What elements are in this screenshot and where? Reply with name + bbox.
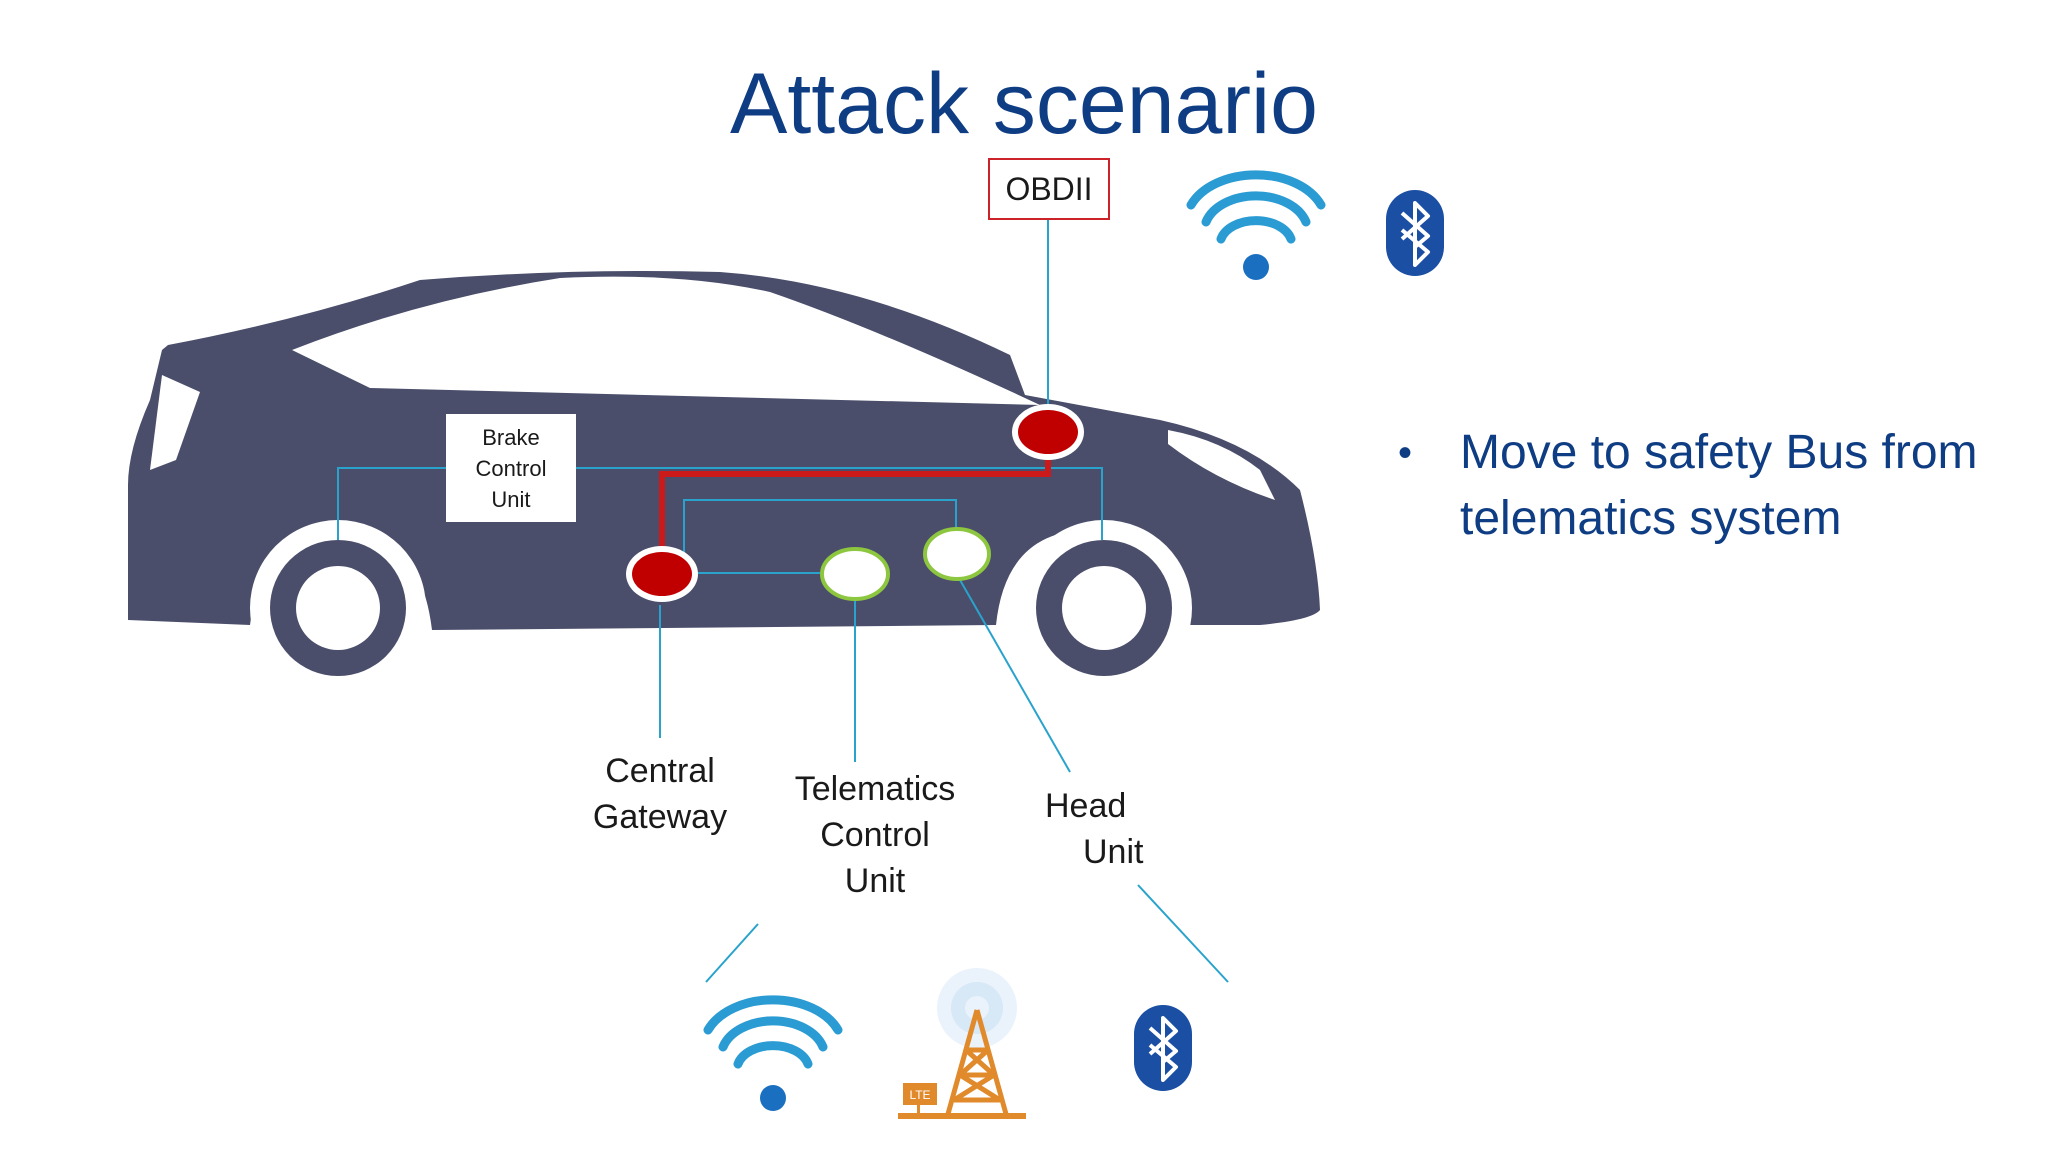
telematics-line-2: Control [820, 816, 930, 854]
central-gateway-line-2: Gateway [592, 798, 728, 836]
bus-lines [337, 220, 1229, 983]
car-silhouette [128, 271, 1320, 696]
obd-label-box: OBDII [988, 158, 1110, 220]
central-gateway-line-1: Central [605, 752, 715, 790]
wifi-icon [1186, 170, 1326, 280]
head-unit-line-1: Head [1045, 787, 1127, 825]
bluetooth-icon [1386, 190, 1444, 276]
brake-control-unit-line-2: Control [475, 455, 547, 481]
slide-title: Attack scenario [730, 56, 1318, 152]
ecu-node-obd-port [1012, 404, 1084, 460]
telematics-line-1: Telematics [794, 770, 956, 808]
bullet-list: Move to safety Bus from telematics syste… [1398, 420, 2018, 552]
brake-control-unit-line-3: Unit [491, 486, 531, 512]
rear-hub [296, 566, 380, 650]
central-gateway-label: Central Gateway [570, 748, 750, 840]
bullet-item: Move to safety Bus from telematics syste… [1398, 420, 2018, 552]
bluetooth-icon [1134, 1005, 1192, 1091]
ecu-node-head-unit [923, 527, 991, 581]
telematics-line-3: Unit [844, 862, 906, 900]
head-unit-label: Head Unit [1045, 783, 1245, 875]
telematics-control-unit-label: Telematics Control Unit [770, 766, 980, 904]
wifi-icon [703, 995, 843, 1111]
ecu-node-telematics [820, 547, 890, 601]
head-unit-line-2: Unit [1083, 833, 1144, 871]
brake-control-unit-line-1: Brake [482, 424, 540, 450]
lte-tower-icon: LTE [898, 968, 1026, 1119]
lte-badge: LTE [909, 1088, 930, 1102]
front-hub [1062, 566, 1146, 650]
ecu-node-central-gateway [626, 546, 698, 602]
brake-control-unit-box: Brake Control Unit [446, 414, 576, 522]
